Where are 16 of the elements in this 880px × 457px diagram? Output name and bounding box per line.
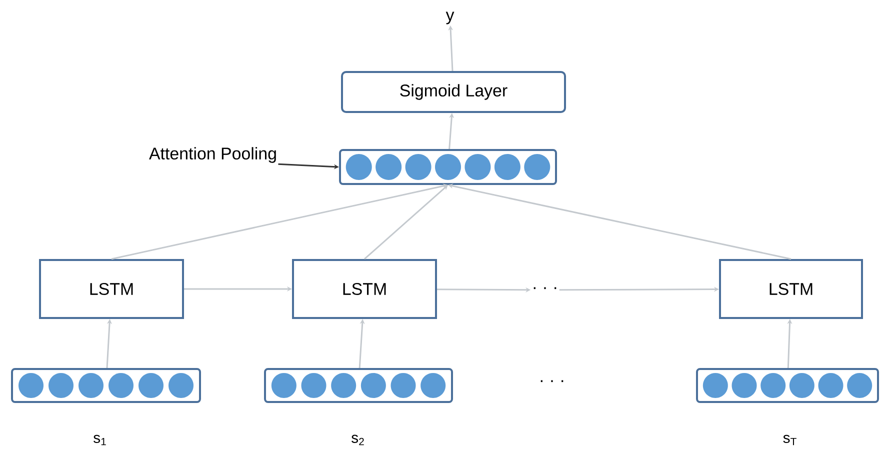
lstm-box: LSTM <box>39 259 184 319</box>
ellipsis: · · · <box>534 287 556 290</box>
layer-label: Attention Pooling <box>149 147 276 163</box>
ellipsis: · · · <box>540 380 564 382</box>
lstm-box: LSTM <box>719 259 863 319</box>
output-label: y <box>446 12 454 24</box>
input-label: s$_{2}$ <box>352 434 364 446</box>
input-label: s$_{1}$ <box>94 434 106 446</box>
arrow <box>364 185 448 260</box>
vector-bar <box>339 149 557 185</box>
layer-box: Sigmoid Layer <box>341 71 566 113</box>
input-label: s$_{T}$ <box>783 434 796 446</box>
lstm-box: LSTM <box>292 259 437 319</box>
vector-bar <box>696 368 879 403</box>
vector-bar <box>11 368 201 403</box>
vector-bar <box>264 368 453 403</box>
